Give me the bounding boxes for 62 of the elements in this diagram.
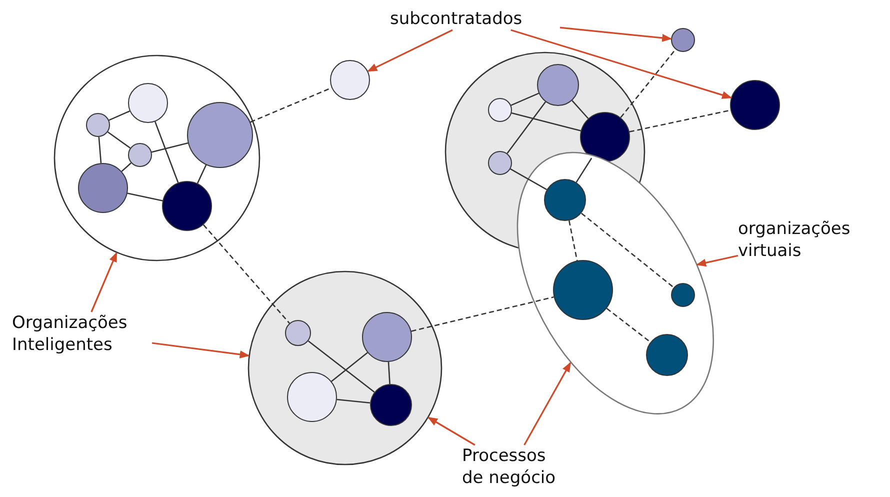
connector-line: [510, 168, 548, 190]
connector-line: [581, 212, 674, 288]
connector-line: [336, 398, 370, 404]
node-circle: [162, 181, 212, 231]
group-ellipse: [516, 152, 714, 414]
node-circle: [552, 260, 613, 320]
connector-line: [620, 49, 676, 118]
node-circle: [671, 28, 695, 52]
connector-line: [629, 110, 731, 132]
node-circle: [488, 98, 512, 122]
node-circle: [537, 64, 579, 106]
node-circle: [78, 163, 128, 213]
connector-line: [154, 121, 179, 183]
connector-line: [127, 192, 163, 202]
arrow: [560, 26, 672, 42]
node-circle: [128, 143, 152, 167]
arrow: [90, 252, 118, 312]
node-circle: [287, 372, 337, 422]
arrow: [510, 29, 732, 99]
node-circle: [86, 113, 110, 137]
connector-line: [568, 220, 578, 261]
callout-label: Organizações Inteligentes: [12, 312, 152, 356]
node-circle: [580, 112, 630, 162]
connector-line: [196, 164, 207, 184]
connector-line: [331, 352, 368, 382]
callout-label: Processos de negócio: [462, 445, 562, 489]
node-circle: [285, 320, 311, 346]
node-circle: [670, 282, 695, 307]
node-circle: [370, 384, 412, 426]
connector-line: [572, 100, 589, 119]
node-circle: [187, 102, 253, 168]
connector-line: [203, 224, 290, 324]
connector-line: [388, 362, 390, 384]
arrow: [428, 416, 476, 446]
connector-line: [606, 308, 651, 343]
node-circle: [488, 151, 512, 175]
callout-label: organizações virtuais: [738, 218, 878, 262]
arrow: [696, 254, 738, 267]
node-circle: [362, 312, 412, 362]
node-circle: [646, 334, 688, 376]
connector-line: [108, 110, 130, 121]
connector-line: [98, 136, 102, 164]
node-circle: [128, 83, 168, 123]
callout-label: subcontratados: [390, 8, 560, 30]
group-circle: [246, 271, 444, 465]
connector-line: [151, 142, 188, 153]
node-circle: [544, 179, 586, 221]
connector-line: [510, 92, 539, 106]
arrow: [152, 342, 250, 358]
connector-line: [121, 162, 132, 172]
connector-line: [308, 340, 375, 393]
node-circle: [330, 60, 370, 100]
arrow: [367, 29, 453, 72]
arrow: [524, 362, 572, 446]
node-circle: [730, 80, 780, 130]
connector-line: [107, 131, 131, 149]
connector-line: [576, 158, 592, 183]
connector-line: [506, 102, 546, 154]
connector-line: [411, 296, 554, 332]
connector-line: [250, 87, 332, 123]
group-circle: [54, 55, 260, 261]
connector-line: [511, 112, 581, 132]
